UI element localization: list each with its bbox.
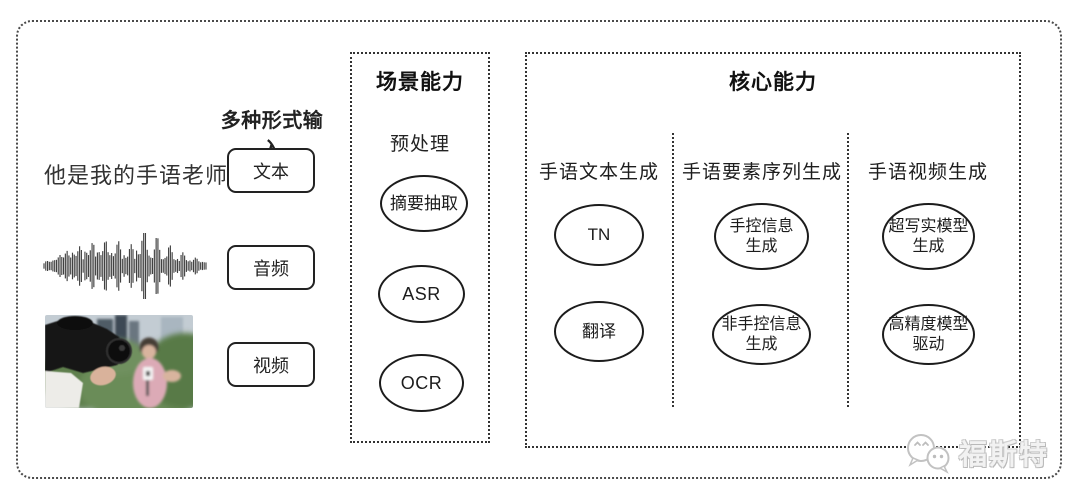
audio-waveform-icon bbox=[43, 233, 207, 299]
text-input-node: 文本 bbox=[227, 148, 315, 193]
node-asr: ASR bbox=[378, 265, 465, 323]
text-input-label: 文本 bbox=[253, 161, 289, 182]
video-input-node: 视频 bbox=[227, 342, 315, 387]
scene-panel-title: 场景能力 bbox=[376, 71, 464, 94]
node-high-precision-model-driving: 高精度模型 驱动 bbox=[882, 304, 975, 365]
core-capability-panel bbox=[525, 52, 1021, 448]
audio-input-label: 音频 bbox=[253, 258, 289, 279]
node-manual-info-generation: 手控信息 生成 bbox=[714, 203, 809, 270]
video-input-label: 视频 bbox=[253, 355, 289, 376]
node-hyperreal-model-generation: 超写实模型 生成 bbox=[882, 203, 975, 270]
node-tn: TN bbox=[554, 204, 644, 266]
core-panel-title: 核心能力 bbox=[729, 71, 817, 94]
wechat-icon bbox=[907, 434, 950, 474]
node-ocr: OCR bbox=[379, 354, 464, 412]
node-non-manual-info-generation: 非手控信息 生成 bbox=[712, 304, 811, 365]
outer-dotted-border bbox=[16, 20, 1062, 479]
column-header-sign-text-generation: 手语文本生成 bbox=[538, 162, 660, 183]
column-header-sign-element-sequence-generation: 手语要素序列生成 bbox=[681, 162, 843, 183]
reporter-figure bbox=[133, 337, 181, 408]
column-header-sign-video-generation: 手语视频生成 bbox=[867, 162, 989, 183]
audio-input-node: 音频 bbox=[227, 245, 315, 290]
node-translate: 翻译 bbox=[554, 301, 644, 362]
node-summary-extraction: 摘要抽取 bbox=[380, 175, 468, 232]
video-thumbnail-image bbox=[45, 315, 193, 408]
column-divider bbox=[847, 133, 849, 407]
preprocess-label: 预处理 bbox=[389, 134, 450, 155]
watermark: 福斯特 bbox=[903, 428, 1063, 478]
column-divider bbox=[672, 133, 674, 407]
watermark-text: 福斯特 bbox=[959, 439, 1050, 470]
sample-sentence-text: 他是我的手语老师 bbox=[44, 163, 229, 188]
scene-capability-panel bbox=[350, 52, 490, 443]
camera-foreground bbox=[45, 316, 132, 408]
